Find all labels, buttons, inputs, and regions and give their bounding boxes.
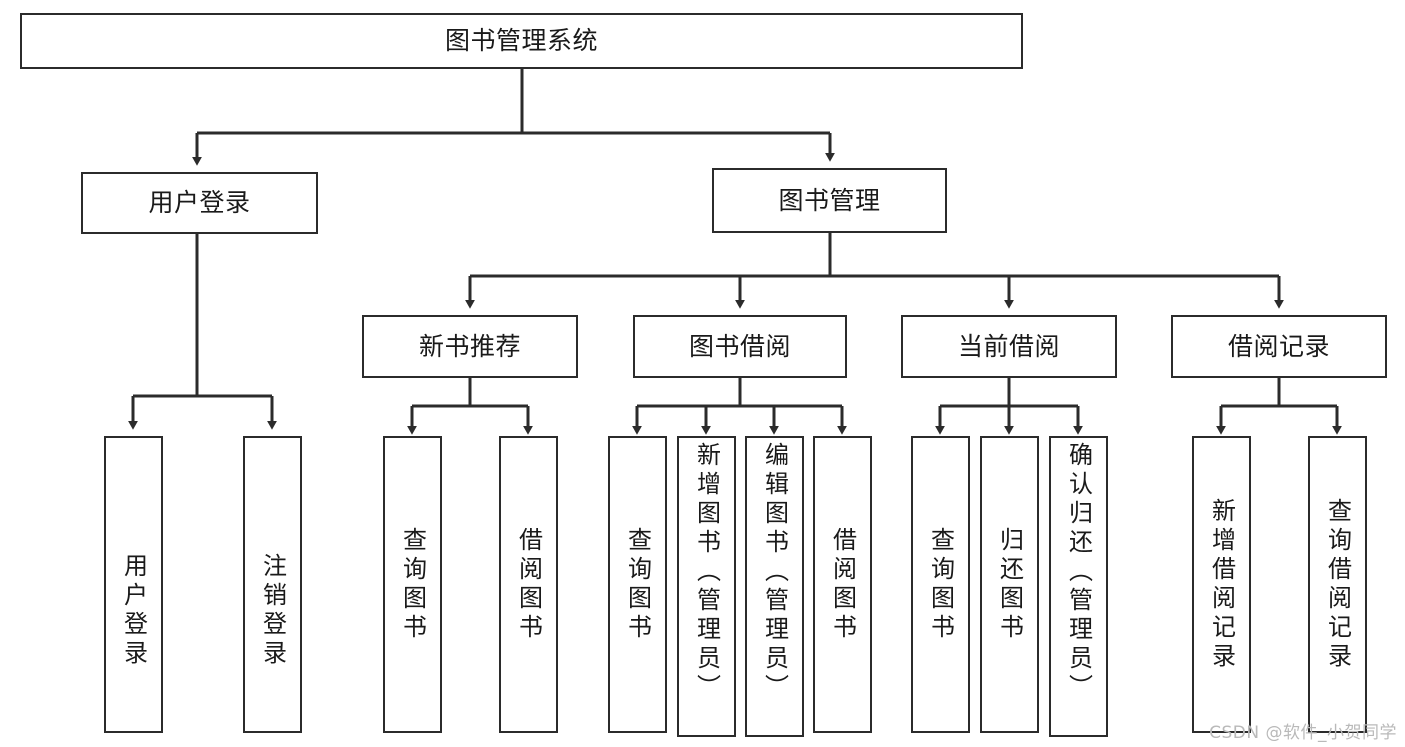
node-new-book-recommend[interactable]: 新书推荐: [362, 315, 578, 378]
node-label: 编辑图书（管理员）: [760, 442, 789, 703]
node-borrow-record[interactable]: 借阅记录: [1171, 315, 1387, 378]
node-label: 当前借阅: [957, 331, 1060, 361]
node-label: 确认归还（管理员）: [1064, 442, 1093, 703]
node-label: 用户登录: [148, 188, 251, 218]
leaf-new-book-query[interactable]: 查询图书: [383, 436, 442, 733]
node-label: 图书管理系统: [444, 26, 598, 56]
leaf-current-borrow-query[interactable]: 查询图书: [911, 436, 970, 733]
node-label: 图书管理: [778, 185, 881, 215]
node-label: 借阅图书: [828, 526, 857, 643]
node-root-system[interactable]: 图书管理系统: [20, 13, 1023, 69]
csdn-watermark: CSDN @软件_小贺同学: [1209, 723, 1397, 743]
leaf-current-borrow-return[interactable]: 归还图书: [980, 436, 1039, 733]
node-label: 借阅记录: [1227, 331, 1330, 361]
leaf-book-borrow-borrow[interactable]: 借阅图书: [813, 436, 872, 733]
node-label: 借阅图书: [514, 526, 543, 643]
node-label: 查询借阅记录: [1323, 497, 1352, 672]
node-user-login[interactable]: 用户登录: [81, 172, 318, 234]
node-label: 用户登录: [119, 553, 148, 669]
node-label: 查询图书: [926, 526, 955, 643]
node-label: 新书推荐: [418, 331, 521, 361]
leaf-user-login-login[interactable]: 用户登录: [104, 436, 163, 733]
node-book-management[interactable]: 图书管理: [712, 168, 947, 233]
node-current-borrow[interactable]: 当前借阅: [901, 315, 1117, 378]
leaf-borrow-record-add[interactable]: 新增借阅记录: [1192, 436, 1251, 733]
node-label: 新增借阅记录: [1207, 497, 1236, 672]
leaf-current-borrow-confirm-return[interactable]: 确认归还（管理员）: [1049, 436, 1108, 737]
node-label: 新增图书（管理员）: [692, 442, 721, 703]
node-label: 图书借阅: [688, 331, 791, 361]
node-label: 查询图书: [623, 526, 652, 643]
node-label: 归还图书: [995, 526, 1024, 643]
leaf-book-borrow-edit[interactable]: 编辑图书（管理员）: [745, 436, 804, 737]
node-label: 注销登录: [258, 553, 287, 669]
node-label: 查询图书: [398, 526, 427, 643]
leaf-borrow-record-query[interactable]: 查询借阅记录: [1308, 436, 1367, 733]
leaf-book-borrow-add[interactable]: 新增图书（管理员）: [677, 436, 736, 737]
leaf-book-borrow-query[interactable]: 查询图书: [608, 436, 667, 733]
node-book-borrow[interactable]: 图书借阅: [633, 315, 847, 378]
leaf-new-book-borrow[interactable]: 借阅图书: [499, 436, 558, 733]
leaf-user-login-logout[interactable]: 注销登录: [243, 436, 302, 733]
